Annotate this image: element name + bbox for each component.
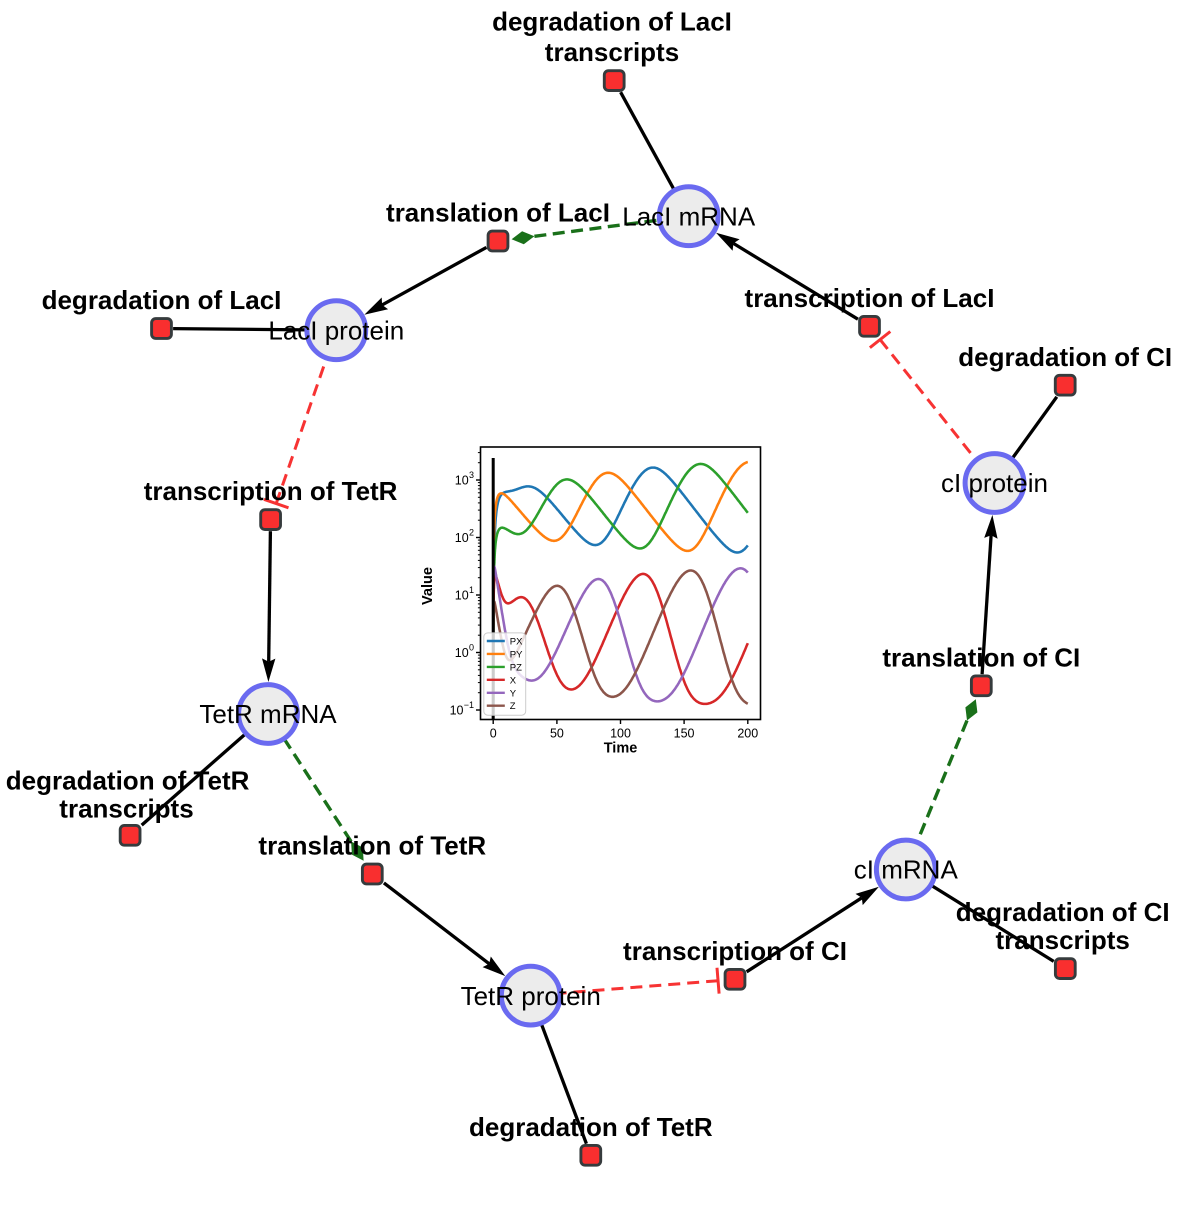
svg-text:0: 0 xyxy=(469,643,474,653)
svg-text:transcripts: transcripts xyxy=(59,794,193,824)
svg-text:200: 200 xyxy=(737,727,758,741)
svg-text:cI protein: cI protein xyxy=(941,468,1048,498)
svg-text:10: 10 xyxy=(455,589,469,603)
svg-text:10: 10 xyxy=(455,646,469,660)
svg-text:10: 10 xyxy=(455,474,469,488)
svg-text:transcripts: transcripts xyxy=(996,925,1130,955)
svg-text:degradation of LacI: degradation of LacI xyxy=(492,7,732,37)
svg-text:1: 1 xyxy=(469,585,474,595)
svg-text:degradation of LacI: degradation of LacI xyxy=(42,285,282,315)
svg-text:transcripts: transcripts xyxy=(545,37,679,67)
svg-text:LacI protein: LacI protein xyxy=(268,315,404,345)
svg-text:2: 2 xyxy=(469,528,474,538)
svg-text:degradation of CI: degradation of CI xyxy=(956,897,1170,927)
svg-text:Z: Z xyxy=(510,701,516,712)
svg-text:−1: −1 xyxy=(464,700,474,710)
svg-text:150: 150 xyxy=(674,727,695,741)
svg-text:degradation of TetR: degradation of TetR xyxy=(469,1112,713,1142)
svg-text:PX: PX xyxy=(510,637,523,648)
svg-text:LacI mRNA: LacI mRNA xyxy=(622,201,756,231)
svg-text:translation of TetR: translation of TetR xyxy=(258,831,486,861)
svg-text:50: 50 xyxy=(550,727,564,741)
svg-text:degradation of TetR: degradation of TetR xyxy=(6,765,250,795)
svg-text:X: X xyxy=(510,675,517,686)
svg-text:degradation of CI: degradation of CI xyxy=(958,342,1172,372)
svg-text:10: 10 xyxy=(450,704,464,718)
svg-text:3: 3 xyxy=(469,470,474,480)
svg-text:100: 100 xyxy=(610,727,631,741)
svg-text:0: 0 xyxy=(490,727,497,741)
svg-text:transcription of LacI: transcription of LacI xyxy=(745,283,995,313)
svg-text:transcription of CI: transcription of CI xyxy=(623,936,847,966)
svg-text:transcription of TetR: transcription of TetR xyxy=(144,476,398,506)
svg-text:cI mRNA: cI mRNA xyxy=(854,855,959,885)
svg-text:10: 10 xyxy=(455,531,469,545)
svg-text:translation of LacI: translation of LacI xyxy=(386,198,610,228)
svg-text:PZ: PZ xyxy=(510,662,522,673)
svg-text:TetR protein: TetR protein xyxy=(461,981,601,1011)
svg-text:Value: Value xyxy=(420,567,436,605)
svg-text:Y: Y xyxy=(510,688,517,699)
svg-text:translation of CI: translation of CI xyxy=(882,642,1080,672)
svg-text:PY: PY xyxy=(510,649,523,660)
svg-text:Time: Time xyxy=(604,741,638,757)
svg-text:TetR mRNA: TetR mRNA xyxy=(199,699,337,729)
